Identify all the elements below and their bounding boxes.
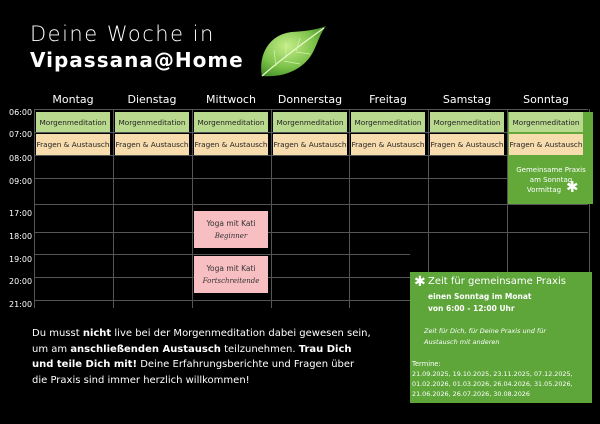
day-header-montag: Montag <box>52 93 94 106</box>
day-header-freitag: Freitag <box>369 93 407 106</box>
grid-line <box>34 300 410 301</box>
meditation-cell: Morgenmeditation <box>351 112 425 132</box>
sunday-practice-note: Gemeinsame Praxis am Sonntag Vormittag <box>510 165 592 195</box>
termine-dates-2: 01.02.2026, 01.03.2026, 26.04.2026, 31.0… <box>412 380 573 388</box>
grid-line <box>34 254 410 255</box>
time-label: 06:00 <box>9 108 33 117</box>
exchange-cell: Fragen & Austausch <box>273 134 347 155</box>
meditation-cell: Morgenmeditation <box>194 112 268 132</box>
time-label: 20:00 <box>9 277 33 286</box>
grid-line <box>349 109 350 308</box>
exchange-cell: Fragen & Austausch <box>36 134 110 155</box>
meditation-cell: Morgenmeditation <box>115 112 189 132</box>
grid-line <box>34 132 588 133</box>
time-label: 07:00 <box>9 130 33 139</box>
exchange-cell: Fragen & Austausch <box>351 134 425 155</box>
yoga-advanced-title: Yoga mit Kati <box>206 264 256 273</box>
sunday-note-line-1: Gemeinsame Praxis <box>516 166 586 174</box>
info-box-subtitle-2: von 6:00 - 12:00 Uhr <box>428 304 515 313</box>
grid-line <box>34 232 588 233</box>
sunday-note-line-3: Vormittag <box>526 186 562 194</box>
leaf-icon <box>261 26 326 77</box>
para-text-3: teilzunehmen. <box>220 343 299 355</box>
meditation-cell: Morgenmeditation <box>430 112 504 132</box>
day-header-donnerstag: Donnerstag <box>277 93 343 106</box>
asterisk-icon: ✱ <box>566 178 579 196</box>
time-label: 18:00 <box>9 232 33 241</box>
meditation-cell: Morgenmeditation <box>509 112 583 132</box>
exchange-cell: Fragen & Austausch <box>194 134 268 155</box>
yoga-beginner-level: Beginner <box>214 232 248 240</box>
time-label: 17:00 <box>9 209 33 218</box>
grid-line <box>34 155 588 156</box>
day-header-dienstag: Dienstag <box>127 93 177 106</box>
termine-dates-3: 21.06.2026, 26.07.2026, 30.08.2026 <box>412 390 530 398</box>
time-label: 21:00 <box>9 300 33 309</box>
para-text-4: Deine Erfahrungsberichte und Fragen über… <box>32 359 355 386</box>
grid-line <box>192 109 193 308</box>
info-box-subtitle-1: einen Sonntag im Monat <box>428 292 532 301</box>
grid-line <box>589 109 590 308</box>
title-line-2: Vipassana@Home <box>30 48 244 72</box>
para-bold-3: Trau Dich und teile Dich mit! <box>32 343 352 371</box>
exchange-cell: Fragen & Austausch <box>115 134 189 155</box>
time-label: 19:00 <box>9 255 33 264</box>
yoga-beginner-block: Yoga mit Kati Beginner <box>194 211 268 248</box>
yoga-advanced-block: Yoga mit Kati Fortschreitende <box>194 256 268 293</box>
grid-line <box>34 178 588 179</box>
grid-line <box>428 109 429 308</box>
grid-line <box>34 109 35 308</box>
day-header-sonntag: Sonntag <box>523 93 569 106</box>
exchange-cell: Fragen & Austausch <box>430 134 504 155</box>
yoga-advanced-level: Fortschreitende <box>202 277 260 285</box>
asterisk-icon: ✱ <box>414 274 426 290</box>
meditation-cell: Morgenmeditation <box>36 112 110 132</box>
info-box-desc-1: Zeit für Dich, für Deine Praxis und für <box>424 327 546 335</box>
time-label: 09:00 <box>9 177 33 186</box>
para-text-2: live bei der Morgenmeditation dabei gewe… <box>32 328 371 355</box>
day-header-samstag: Samstag <box>442 93 492 106</box>
day-header-mittwoch: Mittwoch <box>206 93 256 106</box>
info-box-desc-2: Austausch mit anderen <box>424 338 500 346</box>
termine-label: Termine: <box>412 360 441 368</box>
para-bold-1: nicht <box>82 328 112 339</box>
yoga-beginner-title: Yoga mit Kati <box>206 219 256 228</box>
info-paragraph: Du musst nicht live bei der Morgenmedita… <box>32 326 372 388</box>
grid-line <box>113 109 114 308</box>
exchange-cell: Fragen & Austausch <box>509 134 583 155</box>
sunday-note-line-2: am Sonntag <box>529 176 573 184</box>
grid-line <box>271 109 272 308</box>
para-text-1: Du musst <box>32 328 83 339</box>
info-box <box>410 272 592 403</box>
grid-line <box>34 109 588 110</box>
grid-line <box>507 109 508 308</box>
termine-dates-1: 21.09.2025, 19.10.2025, 23.11.2025, 07.1… <box>412 370 573 378</box>
info-box-title: Zeit für gemeinsame Praxis <box>428 276 566 287</box>
time-label: 08:00 <box>9 154 33 163</box>
para-bold-2: anschließenden Austausch <box>70 343 221 355</box>
meditation-cell: Morgenmeditation <box>273 112 347 132</box>
grid-line <box>34 204 588 205</box>
title-line-1: Deine Woche in <box>30 22 215 46</box>
